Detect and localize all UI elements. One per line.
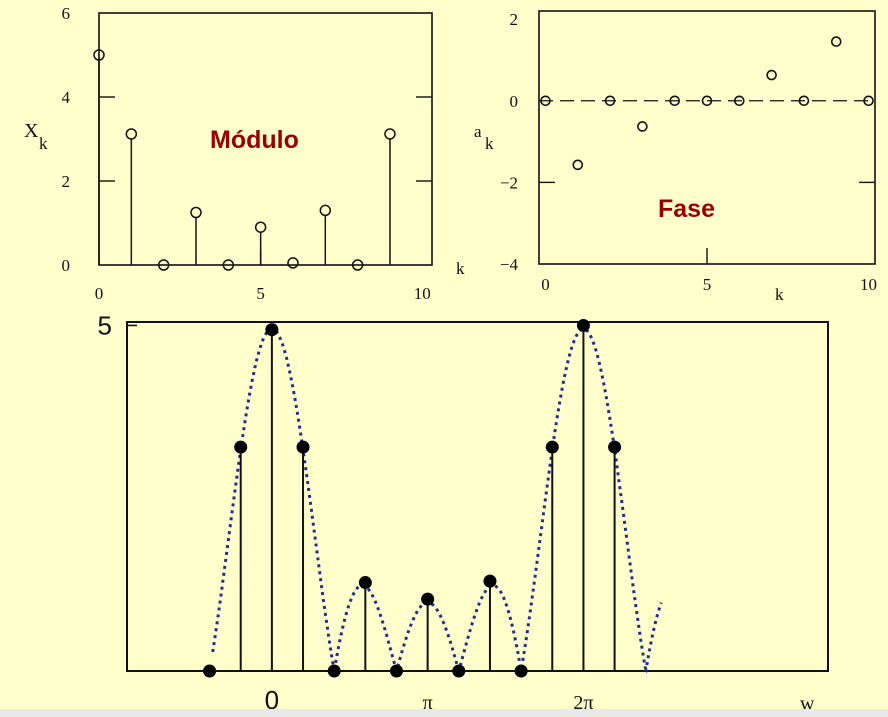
spectrum-point-0 (203, 664, 217, 678)
fase-chart: 2 0 −2 −4 0 5 10 Fase a k k (474, 10, 877, 304)
fase-point-1 (572, 159, 584, 171)
spectrum-frame (126, 321, 829, 672)
fase-title: Fase (658, 195, 715, 223)
fase-points (540, 36, 874, 171)
spectrum-point-1 (234, 440, 248, 454)
modulo-point-5 (254, 221, 267, 233)
spectrum-xtick-label-2: 2π (573, 692, 593, 709)
modulo-xtick-label-0: 0 (95, 284, 104, 303)
spectrum-point-3 (296, 440, 310, 454)
fase-xlabel: k (775, 285, 784, 304)
spectrum-xtick-label-0: 0 (265, 685, 279, 709)
modulo-xtick-label-2: 10 (414, 284, 431, 303)
spectrum-envelope (211, 327, 663, 676)
modulo-ytick-label-2: 4 (62, 88, 71, 107)
fase-ticks: 2 0 −2 −4 0 5 10 (500, 10, 877, 294)
spectrum-xtick-label-1: π (423, 692, 433, 709)
modulo-stems (93, 49, 396, 271)
spectrum-xlabel: w (800, 693, 815, 709)
modulo-xlabel: k (456, 259, 465, 278)
fase-point-5 (701, 95, 713, 107)
modulo-point-4 (222, 259, 235, 271)
spectrum-point-8 (452, 664, 466, 678)
spectrum-stems (203, 318, 622, 678)
modulo-point-3 (190, 206, 202, 219)
fase-ytick-label-2: −2 (500, 173, 518, 192)
spectrum-chart: 5 0 π 2π w (98, 310, 829, 709)
fase-point-10 (863, 95, 874, 107)
fase-point-7 (766, 69, 777, 81)
modulo-point-1 (125, 128, 138, 140)
fase-point-0 (540, 95, 551, 107)
modulo-point-2 (157, 259, 170, 271)
modulo-xtick-label-1: 5 (256, 284, 265, 303)
spectrum-point-9 (483, 574, 497, 588)
modulo-ytick-label-1: 2 (62, 172, 71, 191)
modulo-ticks: 0 2 4 6 0 5 10 (62, 4, 432, 303)
spectrum-point-6 (389, 664, 403, 678)
modulo-point-8 (351, 259, 364, 271)
spectrum-ytick-label-0: 5 (98, 310, 112, 340)
fase-ytick-label-0: 2 (510, 10, 519, 29)
modulo-ytick-label-3: 6 (62, 4, 71, 23)
bottom-strip (0, 709, 888, 717)
fase-ylabel-sub: k (485, 134, 494, 153)
fase-ytick-label-1: 0 (510, 92, 519, 111)
spectrum-point-12 (576, 318, 590, 332)
fase-point-4 (669, 95, 680, 107)
fase-point-3 (637, 121, 648, 132)
modulo-point-6 (287, 257, 299, 269)
modulo-point-0 (93, 49, 105, 61)
fase-ytick-label-3: −4 (500, 255, 519, 274)
fase-xtick-label-0: 0 (541, 275, 550, 294)
modulo-ytick-label-0: 0 (62, 256, 71, 275)
spectrum-point-5 (358, 576, 372, 590)
spectrum-point-4 (327, 664, 341, 678)
fase-frame (538, 10, 876, 265)
fase-xtick-label-2: 10 (860, 275, 877, 294)
spectrum-point-2 (265, 323, 279, 337)
spectrum-ticks: 5 0 π 2π (98, 310, 594, 709)
modulo-chart: 0 2 4 6 0 5 10 Módulo X k k (24, 4, 465, 303)
fase-point-8 (798, 95, 810, 107)
modulo-point-9 (384, 128, 396, 140)
spectrum-point-11 (545, 440, 559, 454)
modulo-ylabel-sub: k (39, 134, 48, 153)
spectrum-point-7 (421, 592, 435, 606)
modulo-title: Módulo (210, 126, 299, 154)
modulo-ylabel: X (24, 120, 39, 142)
fase-point-6 (734, 95, 745, 107)
fase-xtick-label-1: 5 (703, 275, 712, 294)
fase-point-9 (830, 36, 842, 47)
modulo-point-7 (319, 204, 332, 217)
spectrum-point-13 (608, 440, 622, 454)
spectrum-point-10 (514, 664, 528, 678)
fase-point-2 (604, 95, 616, 107)
fase-ylabel: a (474, 122, 482, 141)
